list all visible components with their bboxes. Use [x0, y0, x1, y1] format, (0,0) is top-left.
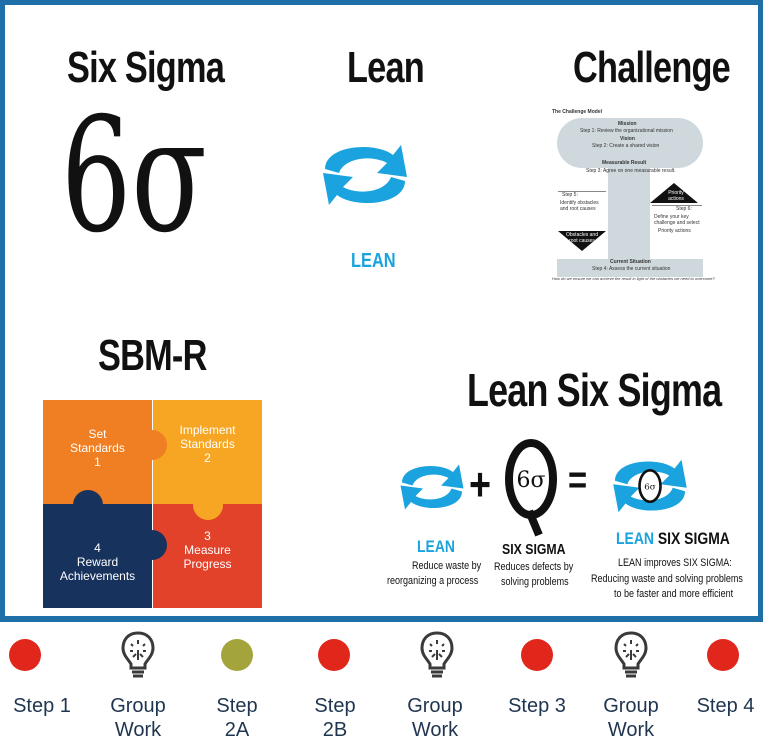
lightbulb-icon[interactable] — [613, 630, 649, 682]
step5-box — [558, 191, 606, 226]
eq-lss-lean: LEAN — [616, 529, 654, 548]
content-frame: Six Sigma Lean Challenge SBM-R Lean Six … — [0, 0, 763, 622]
measurable-label: Measurable Result — [602, 160, 647, 166]
challenge-model-diagram: The Challenge Model Mission Step 1: Revi… — [550, 109, 715, 281]
step-4-label[interactable]: Step 4 — [696, 695, 755, 717]
eq-sigma-title: SIX SIGMA — [502, 541, 566, 558]
puzzle-text: Standards — [180, 436, 235, 451]
model-footer: How do we ensure we can achieve the resu… — [552, 276, 715, 281]
puzzle-piece-implement-standards: Implement Standards 2 — [153, 400, 262, 504]
puzzle-text: Implement — [179, 423, 236, 437]
puzzle-piece-measure-progress: 3 Measure Progress — [153, 504, 262, 608]
eq-lss-desc1: LEAN improves SIX SIGMA: — [618, 557, 732, 569]
priority2-text: Priority actions — [658, 228, 691, 234]
mission-label: Mission — [618, 121, 637, 127]
eq-lss-sigma: SIX SIGMA — [657, 529, 730, 548]
svg-text:6σ: 6σ — [516, 468, 545, 493]
puzzle-text: 4 — [94, 541, 101, 555]
lean-cycle-icon — [323, 145, 407, 205]
lean-six-sigma-title: Lean Six Sigma — [467, 364, 722, 416]
svg-text:6σ: 6σ — [644, 483, 656, 493]
puzzle-piece-reward-achievements: 4 Reward Achievements — [43, 504, 152, 608]
lean-cycle-icon — [400, 464, 464, 510]
challenge-model-title: The Challenge Model — [552, 109, 603, 115]
puzzle-text: Measure — [184, 542, 231, 557]
lean-title: Lean — [347, 43, 425, 92]
priority-label: Priority actions — [668, 190, 684, 202]
mission-cloud — [557, 118, 703, 168]
step-4-dot[interactable] — [707, 639, 739, 671]
q-sigma-icon: 6σ — [505, 439, 557, 537]
step6-box — [652, 205, 702, 238]
puzzle-text: Standards — [70, 440, 125, 455]
puzzle-knob — [137, 430, 167, 460]
eq-lean-desc2: reorganizing a process — [387, 575, 479, 587]
lean-label: LEAN — [351, 250, 396, 272]
step-1-label[interactable]: Step 1 — [13, 695, 71, 717]
current-label: Current Situation — [610, 259, 651, 265]
step-1-dot[interactable] — [9, 639, 41, 671]
lightbulb-icon[interactable] — [419, 630, 455, 682]
eq-sigma-desc2: solving problems — [501, 576, 569, 588]
eq-lean-desc1: Reduce waste by — [412, 560, 482, 572]
step1-text: Step 1: Review the organizational missio… — [580, 128, 673, 134]
define-text: Define your key challenge and select — [654, 214, 700, 226]
vision-label: Vision — [620, 136, 635, 142]
plus-sign: + — [469, 458, 492, 510]
lightbulb-icon[interactable] — [120, 630, 156, 682]
puzzle-text: Progress — [183, 556, 232, 571]
eq-lean-title: LEAN — [417, 537, 455, 556]
eq-lss-title: LEAN SIX SIGMA — [616, 529, 730, 549]
eq-lss-desc3: to be faster and more efficient — [614, 588, 734, 600]
lean-six-sigma-icon: 6σ — [613, 459, 687, 513]
six-sigma-title: Six Sigma — [67, 43, 225, 92]
obstacles-label: Obstacles and root causes — [566, 232, 598, 244]
puzzle-text: Achievements — [59, 568, 136, 583]
puzzle-text: Reward — [76, 554, 119, 569]
priority-triangle — [650, 183, 698, 203]
puzzle-text: 3 — [204, 529, 211, 543]
step-2a-dot[interactable] — [221, 639, 253, 671]
step-2b-dot[interactable] — [318, 639, 350, 671]
identify-text: Identify obstacles and root causes — [560, 200, 599, 212]
model-stem — [608, 164, 650, 264]
step-3-label[interactable]: Step 3 — [508, 695, 566, 717]
step6-label: Step 6: — [676, 206, 692, 212]
eq-sigma-desc1: Reduces defects by — [494, 561, 574, 573]
puzzle-text: 2 — [204, 450, 211, 465]
puzzle-text: 1 — [94, 454, 101, 469]
step-3-dot[interactable] — [521, 639, 553, 671]
sbmr-title: SBM-R — [98, 331, 207, 380]
obstacles-triangle — [558, 231, 606, 251]
equals-sign: = — [568, 458, 588, 502]
sbmr-puzzle: Set Standards 1 Implement Standards 2 4 … — [43, 400, 262, 608]
challenge-title: Challenge — [573, 43, 731, 92]
puzzle-piece-set-standards: Set Standards 1 — [43, 400, 152, 504]
six-sigma-symbol: 6σ — [61, 84, 207, 268]
puzzle-knob — [73, 490, 103, 520]
step3-text: Step 3: Agree on one measurable result. — [586, 168, 676, 174]
puzzle-knob — [137, 530, 167, 560]
eq-lss-desc2: Reducing waste and solving problems — [591, 573, 743, 585]
step4-text: Step 4: Assess the current situation — [592, 266, 671, 272]
model-base — [557, 259, 703, 277]
puzzle-knob — [193, 490, 223, 520]
puzzle-text: Set — [88, 427, 107, 441]
step2-text: Step 2: Create a shared vision — [592, 143, 660, 149]
step5-label: Step 5: — [562, 192, 578, 198]
